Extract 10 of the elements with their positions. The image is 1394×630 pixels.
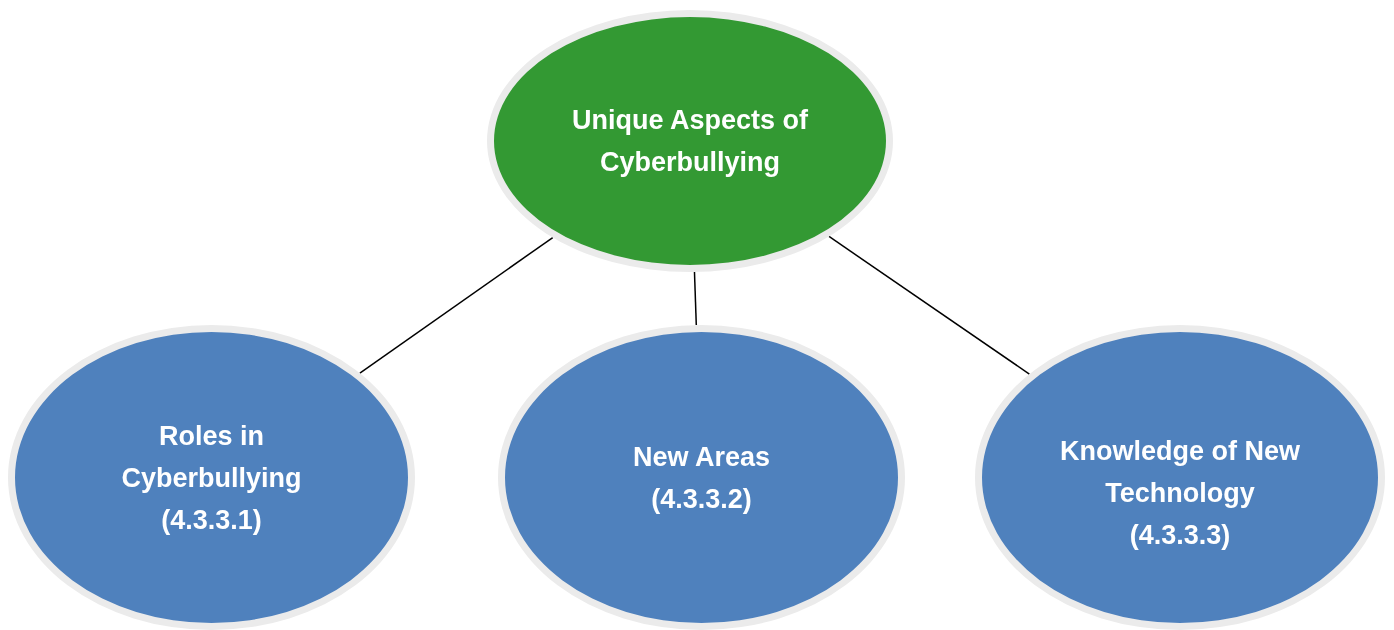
node-label: New Areas xyxy=(632,440,771,474)
node-label: Unique Aspects of Cyberbullying xyxy=(571,104,809,179)
connector-line xyxy=(828,235,1031,375)
node-label: (4.3.3.3) xyxy=(1129,518,1231,552)
node-label: (4.3.3.2) xyxy=(651,482,752,516)
node-label: Knowledge of New Technology xyxy=(1060,434,1300,510)
connector-line xyxy=(359,236,554,374)
connector-line xyxy=(693,271,698,326)
node-label: Roles in Cyberbullying xyxy=(120,419,303,495)
node-label: (4.3.3.1) xyxy=(161,503,262,537)
